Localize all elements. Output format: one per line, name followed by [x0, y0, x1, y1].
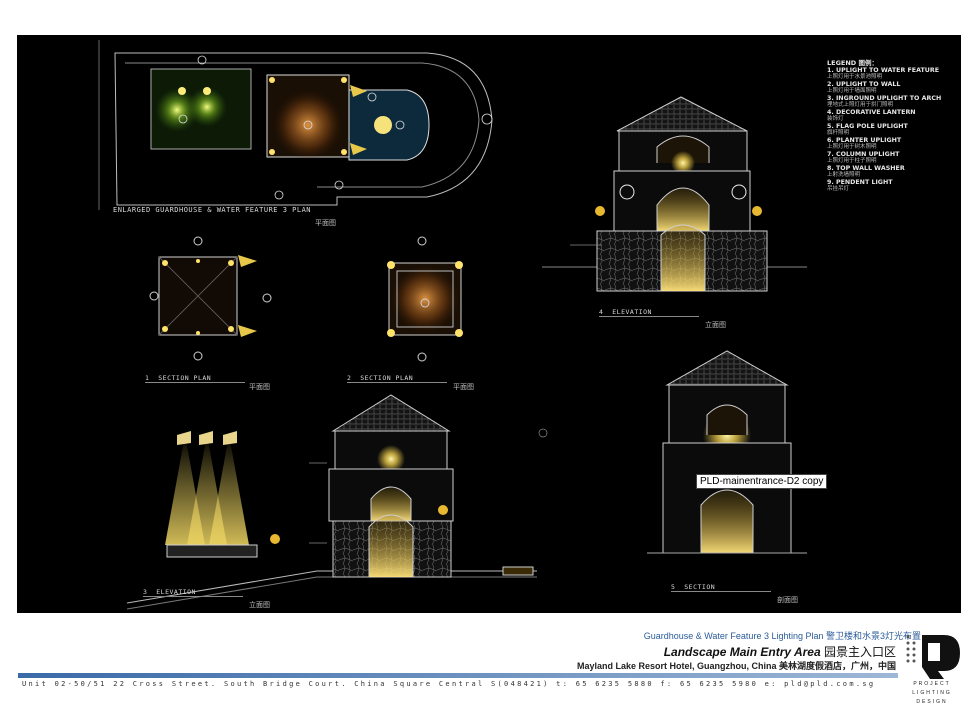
- legend-item-cn: 吊挂吊灯: [827, 186, 850, 192]
- elevation-1-text: ELEVATION: [612, 308, 652, 316]
- legend-item-cn: 上照灯用于水景池照明: [827, 74, 883, 80]
- section-label: 5 SECTION: [671, 583, 771, 592]
- elevation-1-number: 4: [599, 308, 604, 316]
- plan-label-cn: 平面图: [315, 219, 336, 227]
- elevation-top-right: [542, 96, 807, 292]
- legend-item-cn: 装饰灯: [827, 116, 844, 122]
- legend-item-label: 7. COLUMN UPLIGHT: [827, 151, 900, 158]
- company-address: Unit 02-50/51 22 Cross Street. South Bri…: [22, 680, 876, 688]
- logo-text: PROJECT LIGHTING DESIGN: [912, 681, 952, 705]
- elevation-2-label: 3 ELEVATION: [143, 588, 243, 597]
- section-cn: 剖面图: [777, 596, 798, 604]
- section-plan-2: [387, 236, 463, 362]
- legend-item-cn: 上照灯用于柱子照明: [827, 158, 877, 164]
- plan-label: ENLARGED GUARDHOUSE & WATER FEATURE 3 PL…: [113, 206, 312, 214]
- legend-item-cn: 埋地式上照灯用于拱门照明: [827, 102, 894, 108]
- legend-item-label: 2. UPLIGHT TO WALL: [827, 81, 901, 88]
- elevation-bottom: [126, 394, 537, 610]
- section-plan-1-number: 1: [145, 374, 150, 382]
- drawing-subtitle: Guardhouse & Water Feature 3 Lighting Pl…: [643, 631, 921, 641]
- main-title-en: Landscape Main Entry Area: [663, 645, 821, 659]
- enlarged-plan: [98, 40, 493, 210]
- legend-item-cn: 旗杆照明: [827, 130, 850, 136]
- section-number: 5: [671, 583, 676, 591]
- section-plan-1: [149, 236, 272, 361]
- cad-drawing-sheet: ENLARGED GUARDHOUSE & WATER FEATURE 3 PL…: [17, 35, 961, 613]
- elevation-1-label: 4 ELEVATION: [599, 308, 699, 317]
- section-plan-1-text: SECTION PLAN: [158, 374, 212, 382]
- legend-item-cn: 上照灯用于墙面照明: [827, 88, 877, 94]
- pld-logo-icon: [906, 635, 960, 679]
- legend-title: LEGEND 图例：: [827, 59, 878, 67]
- title-block: Guardhouse & Water Feature 3 Lighting Pl…: [0, 613, 976, 725]
- legend-item-label: 5. FLAG POLE UPLIGHT: [827, 123, 908, 130]
- elevation-2-cn: 立面图: [249, 601, 270, 609]
- section-plan-2-cn: 平面图: [453, 383, 474, 391]
- lighting-plan-drawing: [98, 40, 807, 610]
- legend-item-cn: 上照灯用于树木照明: [827, 144, 877, 150]
- image-name-tooltip: PLD-mainentrance-D2 copy: [696, 474, 828, 489]
- section-plan-1-cn: 平面图: [249, 383, 270, 391]
- legend-item-label: 3. INGROUND UPLIGHT TO ARCH: [827, 95, 942, 102]
- legend-item-label: 6. PLANTER UPLIGHT: [827, 137, 902, 144]
- project-name: Mayland Lake Resort Hotel, Guangzhou, Ch…: [576, 661, 896, 671]
- elevation-1-cn: 立面图: [705, 321, 726, 329]
- title-divider: [18, 673, 898, 678]
- main-title-cn: 园景主入口区: [820, 645, 896, 659]
- legend-item-label: 1. UPLIGHT TO WATER FEATURE: [827, 67, 940, 74]
- section-plan-2-number: 2: [347, 374, 352, 382]
- legend-item-cn: 上射洗墙照明: [827, 172, 861, 178]
- drawing-main-title: Landscape Main Entry Area 园景主入口区: [664, 643, 896, 660]
- legend-item-label: 4. DECORATIVE LANTERN: [827, 109, 916, 116]
- legend-item-label: 8. TOP WALL WASHER: [827, 165, 905, 172]
- elevation-2-text: ELEVATION: [156, 588, 196, 596]
- section-bottom-right: [647, 350, 807, 554]
- legend-item-label: 9. PENDENT LIGHT: [827, 179, 893, 186]
- section-plan-1-label: 1 SECTION PLAN: [145, 374, 245, 383]
- section-plan-2-label: 2 SECTION PLAN: [347, 374, 447, 383]
- section-plan-2-text: SECTION PLAN: [360, 374, 414, 382]
- section-text: SECTION: [684, 583, 716, 591]
- elevation-2-number: 3: [143, 588, 148, 596]
